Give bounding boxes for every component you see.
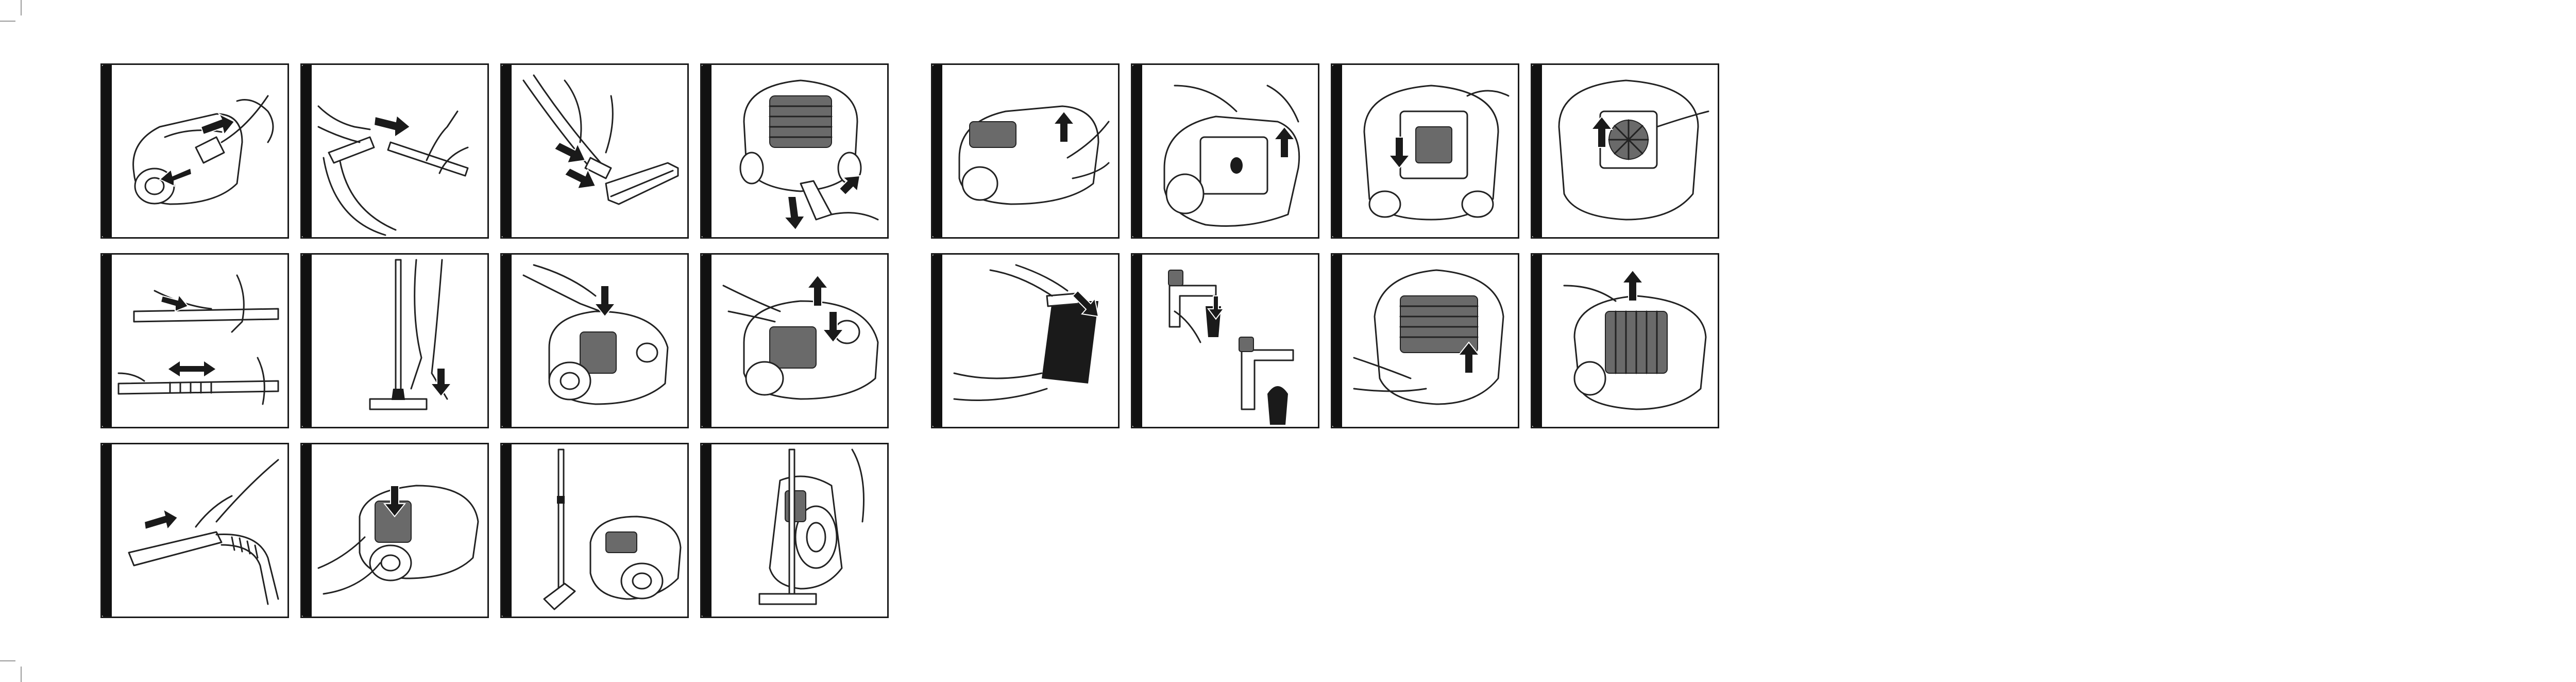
- panel-tab: [700, 443, 711, 618]
- crop-mark: [21, 667, 22, 682]
- step-upright-storage: [700, 443, 889, 618]
- wand-connection-illustration: [313, 65, 489, 237]
- vacuum-lift-illustration: [944, 65, 1120, 237]
- insert-bag-illustration: [944, 255, 1120, 427]
- step-adjust-wand: [100, 253, 289, 428]
- panel-tab: [1331, 63, 1342, 239]
- step-press-cover: [500, 253, 689, 428]
- step-brush-accessory: [1131, 253, 1319, 428]
- open-compartment-illustration: [1144, 65, 1319, 237]
- step-close-filter-cover: [1531, 253, 1719, 428]
- step-hold-handle: [100, 443, 289, 618]
- hose-handle-illustration: [113, 444, 289, 617]
- telescopic-wand-illustration: [113, 255, 289, 427]
- panel-tab: [1131, 253, 1142, 428]
- crop-mark: [0, 21, 15, 22]
- panel-tab: [100, 443, 112, 618]
- panel-tab: [300, 63, 312, 239]
- step-connect-wand: [300, 63, 489, 239]
- panel-tab: [300, 443, 312, 618]
- step-attach-hose: [100, 63, 289, 239]
- reinsert-filter-illustration: [1344, 255, 1519, 427]
- vacuum-hose-release-illustration: [313, 444, 489, 617]
- crop-mark: [21, 0, 22, 15]
- panel-tab: [700, 63, 711, 239]
- panel-tab: [1331, 253, 1342, 428]
- panel-tab: [1131, 63, 1142, 239]
- panel-tab: [931, 253, 942, 428]
- panel-tab: [500, 253, 512, 428]
- brush-tool-illustration: [1144, 255, 1319, 427]
- panel-tab: [1531, 63, 1542, 239]
- vacuum-press-illustration: [513, 255, 689, 427]
- step-fit-nozzle: [500, 63, 689, 239]
- panel-tab: [931, 63, 942, 239]
- vacuum-top-view-illustration: [713, 65, 889, 237]
- crop-mark: [0, 660, 15, 661]
- step-wand-park: [500, 443, 689, 618]
- panel-tab: [300, 253, 312, 428]
- step-insert-bag: [931, 253, 1120, 428]
- upright-storage-illustration: [713, 444, 889, 617]
- step-open-top-cover: [700, 253, 889, 428]
- close-cover-illustration: [1544, 255, 1719, 427]
- step-open-bag-compartment: [1131, 63, 1319, 239]
- step-open-rear-cover: [700, 63, 889, 239]
- step-remove-bag: [1331, 63, 1519, 239]
- panel-tab: [500, 443, 512, 618]
- parked-wand-illustration: [513, 444, 689, 617]
- step-release-hose: [300, 443, 489, 618]
- step-reinsert-filter: [1331, 253, 1519, 428]
- remove-bag-illustration: [1344, 65, 1519, 237]
- floor-nozzle-illustration: [513, 65, 689, 237]
- upright-wand-illustration: [313, 255, 489, 427]
- panel-tab: [100, 63, 112, 239]
- vacuum-lid-illustration: [713, 255, 889, 427]
- panel-tab: [100, 253, 112, 428]
- step-remove-filter: [1531, 63, 1719, 239]
- vacuum-hose-illustration: [113, 65, 289, 237]
- panel-tab: [500, 63, 512, 239]
- remove-filter-illustration: [1544, 65, 1719, 237]
- panel-tab: [700, 253, 711, 428]
- panel-tab: [1531, 253, 1542, 428]
- step-use-floor-nozzle: [300, 253, 489, 428]
- step-lift-cover: [931, 63, 1120, 239]
